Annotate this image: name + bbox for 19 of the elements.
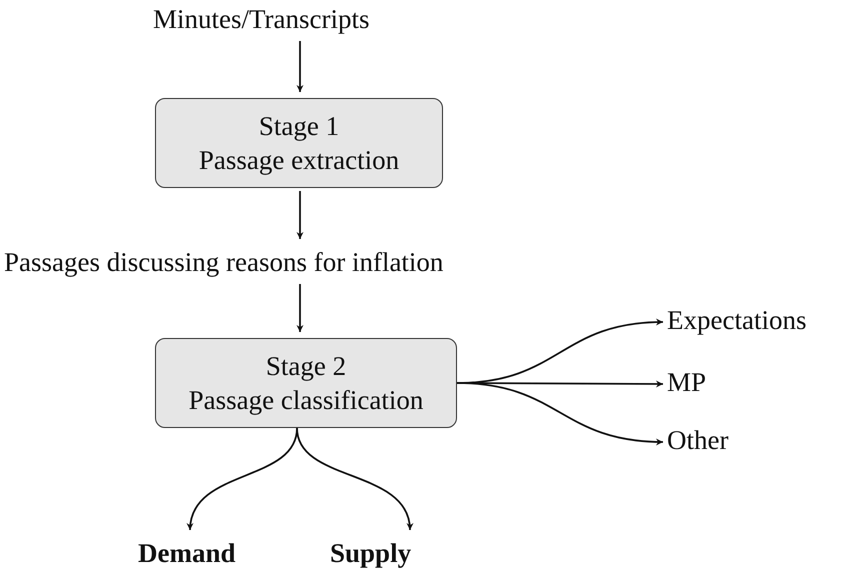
arrow (296, 428, 412, 530)
arrow (188, 428, 298, 530)
output-label: Other (667, 423, 757, 459)
arrow (296, 41, 304, 92)
arrow (296, 284, 304, 332)
arrow (296, 191, 304, 239)
output-label: Supply (330, 536, 422, 572)
output-label: Expectations (667, 303, 847, 339)
box-text: Passage extraction (198, 144, 400, 177)
output-label: Demand (138, 536, 242, 572)
stage-box (155, 338, 457, 428)
input-label: Minutes/Transcripts (153, 2, 453, 38)
arrow (456, 382, 664, 446)
stage-box (155, 98, 443, 188)
output-label: MP (667, 365, 727, 401)
intermediate-label: Passages discussing reasons for inflation (4, 245, 597, 281)
box-text: Passage classification (188, 384, 424, 417)
box-text: Stage 2 (264, 350, 348, 383)
box-text: Stage 1 (258, 110, 340, 143)
